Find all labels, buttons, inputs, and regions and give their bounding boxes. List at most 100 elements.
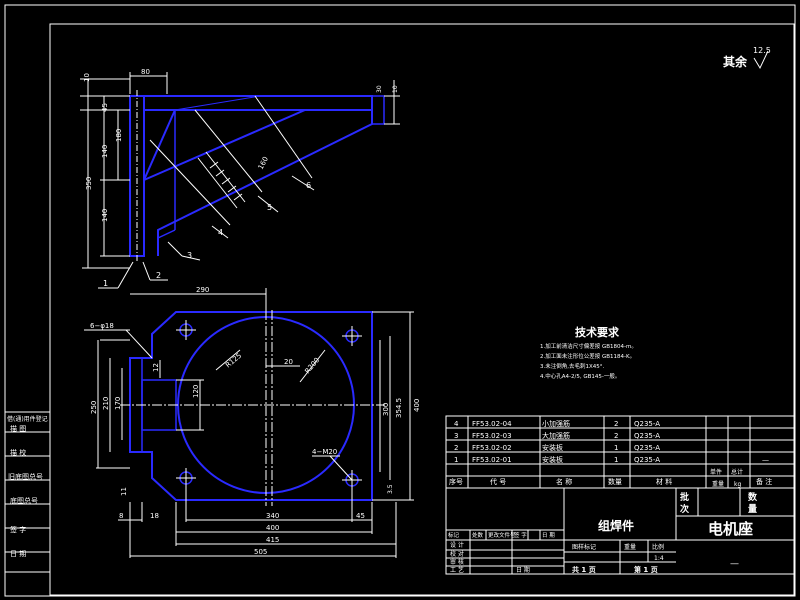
dim-340: 340 [266, 512, 279, 520]
large-rib [143, 109, 373, 256]
dim-350: 350 [85, 177, 93, 190]
svg-text:标记: 标记 [448, 531, 460, 539]
svg-text:量: 量 [748, 503, 757, 515]
dim-10: 10 [83, 73, 91, 82]
svg-text:比例: 比例 [652, 543, 664, 551]
svg-text:序号: 序号 [449, 477, 463, 486]
svg-text:底图总号: 底图总号 [10, 496, 38, 505]
svg-text:FF53.02-03: FF53.02-03 [472, 432, 512, 440]
svg-text:借(通)用件登记: 借(通)用件登记 [7, 415, 48, 423]
roughness-label: 其余 [723, 54, 748, 69]
svg-text:4: 4 [454, 420, 459, 428]
svg-text:代 号: 代 号 [490, 477, 506, 486]
dim-300: 300 [382, 403, 390, 416]
dim-6-holes: 6−φ18 [90, 322, 114, 330]
title-weld: 组焊件 [598, 518, 634, 533]
svg-text:描 图: 描 图 [10, 424, 26, 433]
dim-415: 415 [266, 536, 279, 544]
bottom-view: R125 R200 20 290 6−φ18 250 210 170 12 12… [84, 286, 421, 558]
table-row: 1 FF53.02-01 安装板 1 Q235-A [454, 455, 660, 464]
balloon-2: 2 [156, 271, 161, 280]
svg-text:校 对: 校 对 [450, 550, 464, 558]
dim-8: 8 [119, 512, 123, 520]
svg-text:FF53.02-02: FF53.02-02 [472, 444, 512, 452]
tech-item-1: 1.加工前清洁尺寸偏差按 GB1804-m。 [540, 342, 637, 350]
dim-354: 354.5 [395, 398, 403, 418]
dim-160: 160 [257, 155, 270, 171]
dim-400-vertical: 400 [413, 399, 421, 412]
dim-170: 170 [114, 397, 122, 410]
tech-item-2: 2.加工面未注形位公差按 GB1184-K。 [540, 352, 635, 360]
dim-400: 400 [266, 524, 279, 532]
title-block-text: 组焊件 电机座 批 次 数 量 — 标记 处数 更改文件号 签 字 日 期 设 … [448, 491, 758, 574]
balloon-6: 6 [306, 181, 311, 190]
dim-45: 45 [101, 103, 109, 112]
svg-text:大加强筋: 大加强筋 [542, 431, 570, 440]
svg-text:FF53.02-01: FF53.02-01 [472, 456, 512, 464]
technical-requirements: 技术要求 1.加工前清洁尺寸偏差按 GB1804-m。 2.加工面未注形位公差按… [540, 325, 637, 380]
dim-10-right: 10 [392, 85, 399, 93]
dim-20: 20 [284, 358, 293, 366]
roughness-mark-icon [753, 50, 769, 70]
table-row: 3 FF53.02-03 大加强筋 2 Q235-A [454, 431, 660, 440]
dim-505: 505 [254, 548, 267, 556]
dim-210: 210 [102, 397, 110, 410]
dim-140-b: 140 [101, 209, 109, 222]
tech-item-4: 4.中心孔A4-2/5, GB145-一般。 [540, 372, 620, 380]
svg-text:Q235-A: Q235-A [634, 420, 660, 428]
balloon-1: 1 [103, 279, 108, 288]
top-view: 80 10 45 180 140 350 140 160 30 10 1 2 3… [80, 68, 400, 289]
table-row: 2 FF53.02-02 安装板 1 Q235-A [454, 443, 660, 452]
svg-text:备 注: 备 注 [756, 477, 772, 486]
dim-290: 290 [196, 286, 209, 294]
dim-r200: R200 [303, 356, 321, 375]
left-strip-labels: 借(通)用件登记 描 图 描 校 旧底图总号 底图总号 签 字 日 期 [7, 415, 48, 558]
svg-text:更改文件号: 更改文件号 [488, 531, 516, 539]
dim-4-m20: 4−M20 [312, 448, 337, 456]
top-plate [143, 95, 373, 111]
scale-value: 1:4 [654, 555, 664, 562]
svg-text:kg: kg [734, 481, 741, 488]
tech-item-3: 3.未注倒角,去毛刺1X45°. [540, 362, 605, 370]
svg-text:名 称: 名 称 [556, 477, 572, 486]
svg-text:旧底图总号: 旧底图总号 [8, 472, 43, 481]
parts-rows: 4 FF53.02-04 小加强筋 2 Q235-A 3 FF53.02-03 … [449, 419, 772, 488]
dim-r125: R125 [224, 352, 243, 370]
svg-text:数: 数 [748, 491, 758, 503]
svg-text:日 期: 日 期 [542, 532, 555, 539]
dim-12: 12 [152, 363, 160, 372]
outer-border [4, 4, 796, 597]
svg-text:小加强筋: 小加强筋 [542, 419, 570, 428]
parts-header: 序号 代 号 名 称 数量 材 料 单件 总计 重量 kg 备 注 [449, 468, 772, 488]
mounting-plate [129, 311, 373, 501]
svg-text:安装板: 安装板 [542, 455, 563, 464]
svg-text:审 核: 审 核 [450, 558, 464, 566]
dim-80: 80 [141, 68, 150, 76]
svg-text:2: 2 [614, 420, 618, 428]
svg-text:Q235-A: Q235-A [634, 444, 660, 452]
svg-text:次: 次 [680, 503, 689, 515]
svg-text:日 期: 日 期 [10, 550, 26, 558]
remark-dash: — [762, 456, 769, 464]
page-number: 第 1 页 [634, 565, 658, 574]
tech-title: 技术要求 [575, 325, 620, 339]
svg-text:2: 2 [614, 432, 618, 440]
svg-text:处数: 处数 [472, 531, 484, 539]
svg-text:安装板: 安装板 [542, 443, 563, 452]
svg-text:—: — [730, 559, 739, 569]
svg-text:日 期: 日 期 [516, 566, 530, 574]
dim-3-5: 3.5 [387, 484, 394, 494]
inner-border [49, 23, 795, 596]
svg-text:1: 1 [454, 456, 458, 464]
dim-45-bottom: 45 [356, 512, 365, 520]
svg-text:图样标记: 图样标记 [572, 543, 596, 551]
svg-text:数量: 数量 [608, 477, 622, 486]
svg-text:FF53.02-04: FF53.02-04 [472, 420, 512, 428]
balloon-3: 3 [187, 251, 192, 260]
svg-text:1: 1 [614, 456, 618, 464]
svg-text:描 校: 描 校 [10, 448, 26, 457]
svg-text:材 料: 材 料 [656, 477, 672, 486]
dim-180: 180 [115, 129, 123, 142]
balloon-4: 4 [218, 228, 223, 237]
